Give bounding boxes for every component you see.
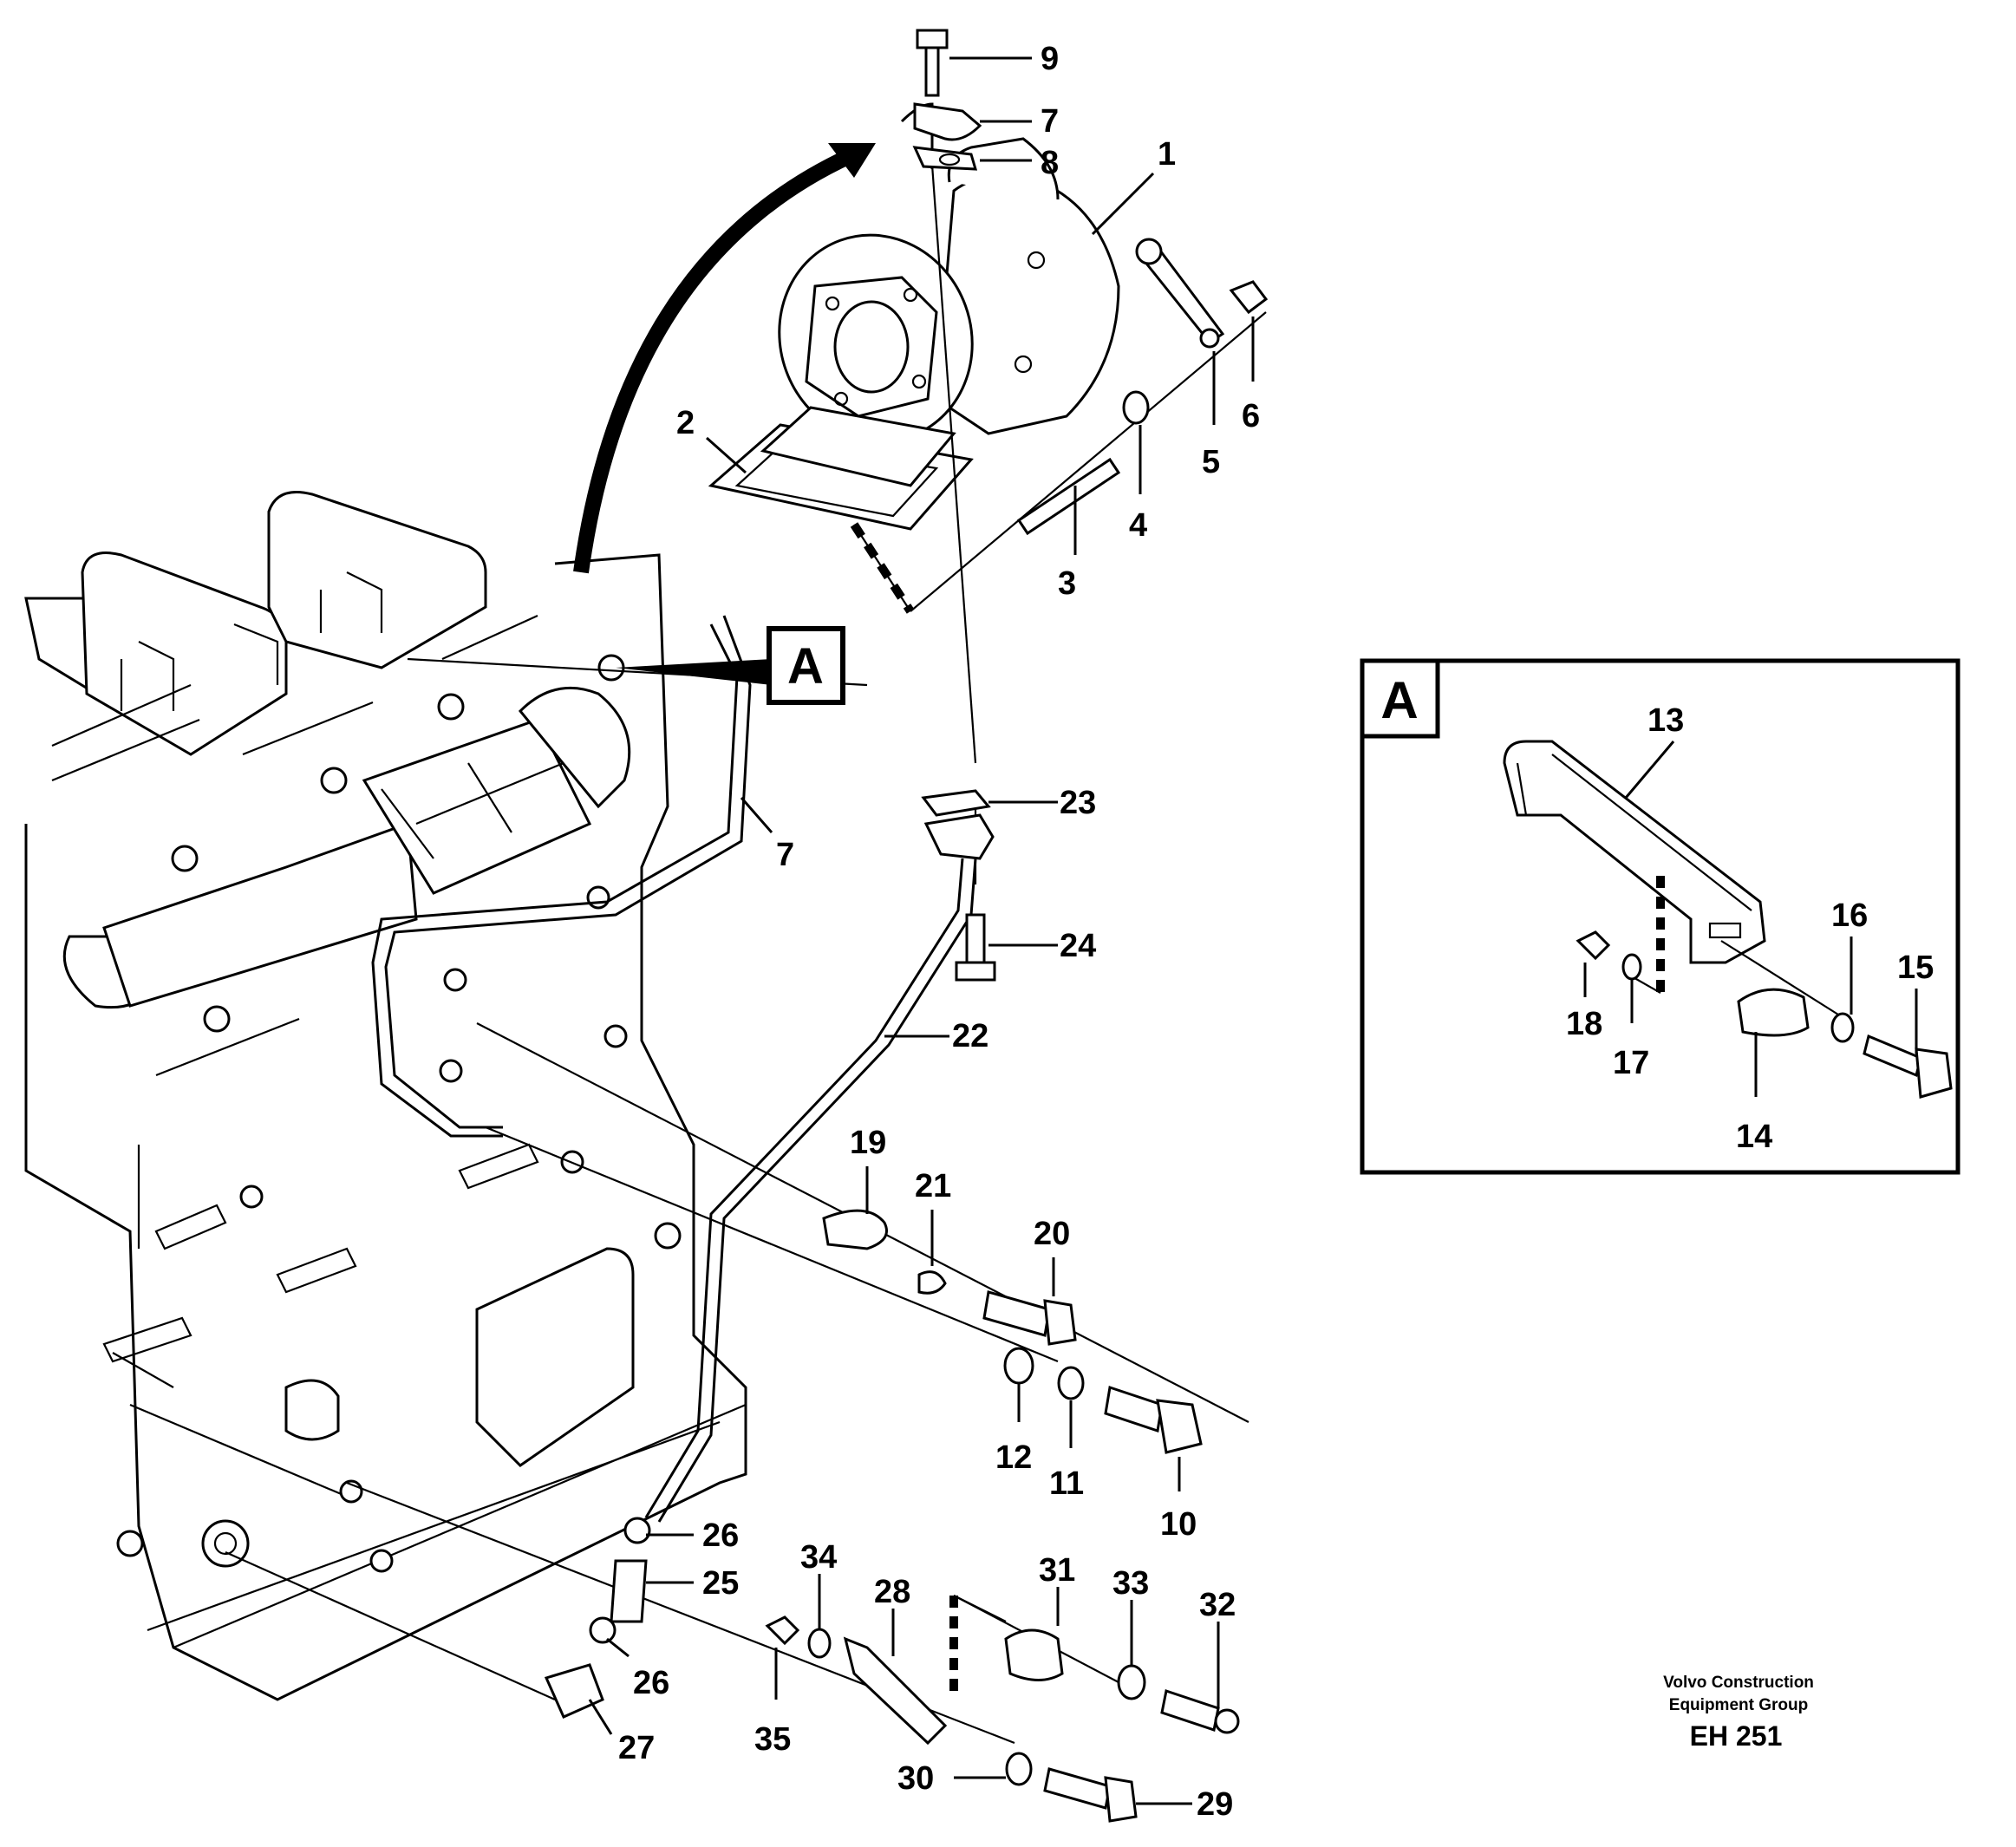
callout-32: 32 [1199,1587,1236,1623]
publisher-caption: Volvo Construction Equipment Group EH 25… [1663,1674,1814,1752]
callout-5: 5 [1202,444,1220,480]
view-a-marker: A [616,626,845,705]
turbocharger [708,137,1120,531]
assembly-lines [155,164,1267,1745]
callout-13: 13 [1647,702,1684,739]
callout-10: 10 [1160,1506,1197,1543]
callout-6: 6 [1242,398,1260,434]
callout-1: 1 [1158,136,1176,173]
callout-18: 18 [1566,1006,1602,1042]
callout-7-top: 7 [1041,103,1059,140]
caption-line-2: Equipment Group [1669,1696,1808,1714]
callout-2: 2 [676,405,695,441]
callout-31: 31 [1039,1552,1075,1589]
view-a-letter: A [787,638,824,695]
oil-return-pipe [644,858,977,1523]
engine-block [24,491,747,1701]
callout-30: 30 [897,1760,934,1797]
callout-20: 20 [1034,1216,1070,1252]
callout-34: 34 [800,1539,837,1576]
leader-lines [588,56,1918,1805]
inset-letter: A [1380,671,1418,729]
callout-16: 16 [1831,897,1868,934]
callout-27: 27 [618,1730,655,1766]
callout-12: 12 [995,1439,1032,1476]
callout-9: 9 [1041,41,1059,77]
callout-4: 4 [1129,507,1147,544]
callout-11: 11 [1049,1465,1084,1502]
callout-14: 14 [1736,1119,1772,1155]
callout-35: 35 [754,1721,791,1758]
callout-29: 29 [1197,1786,1233,1823]
callout-33: 33 [1112,1565,1149,1602]
callout-8: 8 [1041,145,1059,181]
callout-21: 21 [915,1168,951,1204]
caption-code: EH 251 [1690,1720,1783,1752]
small-parts [544,29,1269,1823]
callout-7-pipe: 7 [776,837,794,873]
callout-15: 15 [1897,950,1934,986]
callout-19: 19 [850,1125,886,1161]
callout-26-top: 26 [702,1517,739,1554]
callout-26-bottom: 26 [633,1665,669,1701]
callout-3: 3 [1058,565,1076,602]
callout-28: 28 [874,1574,910,1610]
callout-23: 23 [1060,785,1096,821]
callout-24: 24 [1060,928,1096,964]
detail-inset-a: A [1360,658,1961,1175]
callouts: 9 7 8 1 2 3 4 5 6 7 23 24 22 19 21 20 12… [618,41,1934,1823]
callout-22: 22 [952,1018,988,1054]
transfer-arrow [573,143,876,574]
caption-line-1: Volvo Construction [1663,1674,1814,1692]
callout-17: 17 [1613,1045,1649,1081]
callout-25: 25 [702,1565,739,1602]
